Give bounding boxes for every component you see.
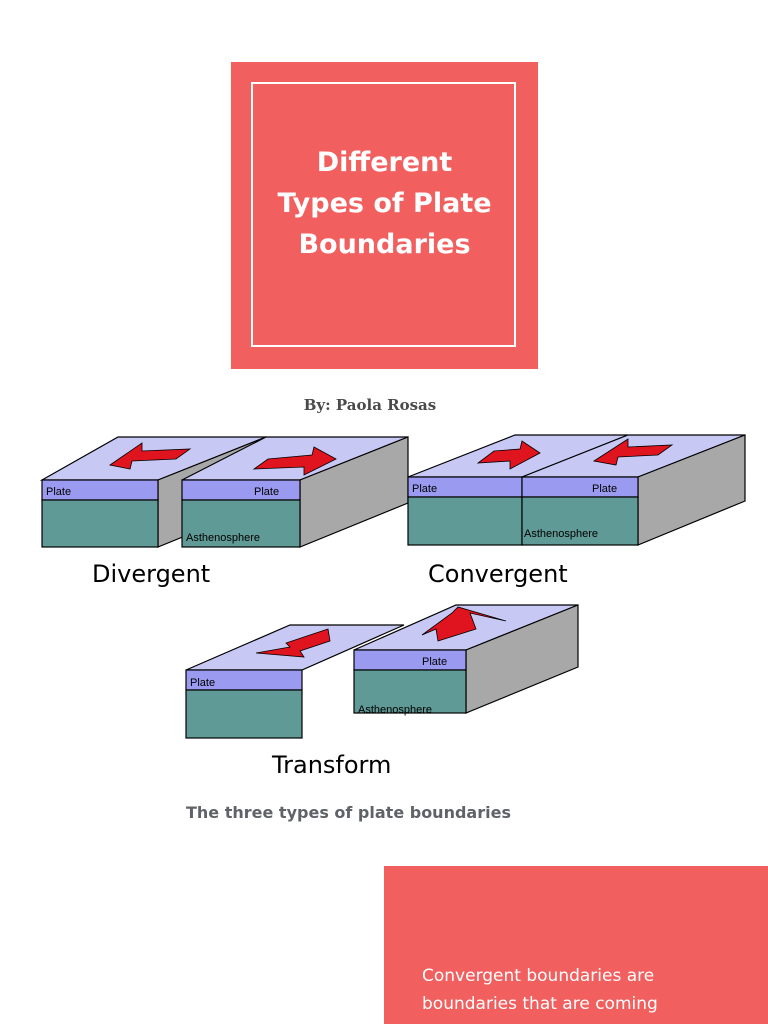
divergent-title: Divergent <box>92 560 210 588</box>
transform-block: Plate Plate Asthenosphere Transform <box>185 604 579 779</box>
arrow-left-icon <box>592 438 674 466</box>
convergent-plate-label-right: Plate <box>592 483 617 495</box>
author-line: By: Paola Rosas <box>303 396 437 414</box>
cover-card: Different Types of Plate Boundaries <box>231 62 538 369</box>
plate-boundaries-diagram: Plate Plate Asthenosphere Divergent Plat… <box>39 434 746 779</box>
convergent-block: Plate Plate Asthenosphere Convergent <box>407 434 746 588</box>
arrow-right-icon <box>252 446 337 476</box>
transform-plate-label-left: Plate <box>190 677 215 689</box>
cover-frame <box>251 82 516 347</box>
arrow-down-left-icon <box>255 628 331 658</box>
cover-title: Different Types of Plate Boundaries <box>277 147 492 260</box>
divergent-block: Plate Plate Asthenosphere Divergent <box>39 436 409 588</box>
transform-asthenosphere-label: Asthenosphere <box>358 704 432 716</box>
divergent-plate-label-right: Plate <box>254 486 279 498</box>
convergent-plate-label-left: Plate <box>412 483 437 495</box>
image-caption: The three types of plate boundaries <box>186 803 511 822</box>
arrow-left-icon <box>108 442 192 470</box>
convergent-info-text: Convergent boundaries are boundaries tha… <box>422 966 658 1024</box>
arrow-up-right-icon <box>421 606 507 642</box>
convergent-title: Convergent <box>428 560 568 588</box>
divergent-asthenosphere-label: Asthenosphere <box>186 532 260 544</box>
convergent-info-card: Convergent boundaries are boundaries tha… <box>384 866 768 1024</box>
transform-title: Transform <box>271 751 391 779</box>
divergent-plate-label-left: Plate <box>46 486 71 498</box>
transform-plate-label-right: Plate <box>422 656 447 668</box>
arrow-right-icon <box>476 440 541 470</box>
convergent-asthenosphere-label: Asthenosphere <box>524 528 598 540</box>
